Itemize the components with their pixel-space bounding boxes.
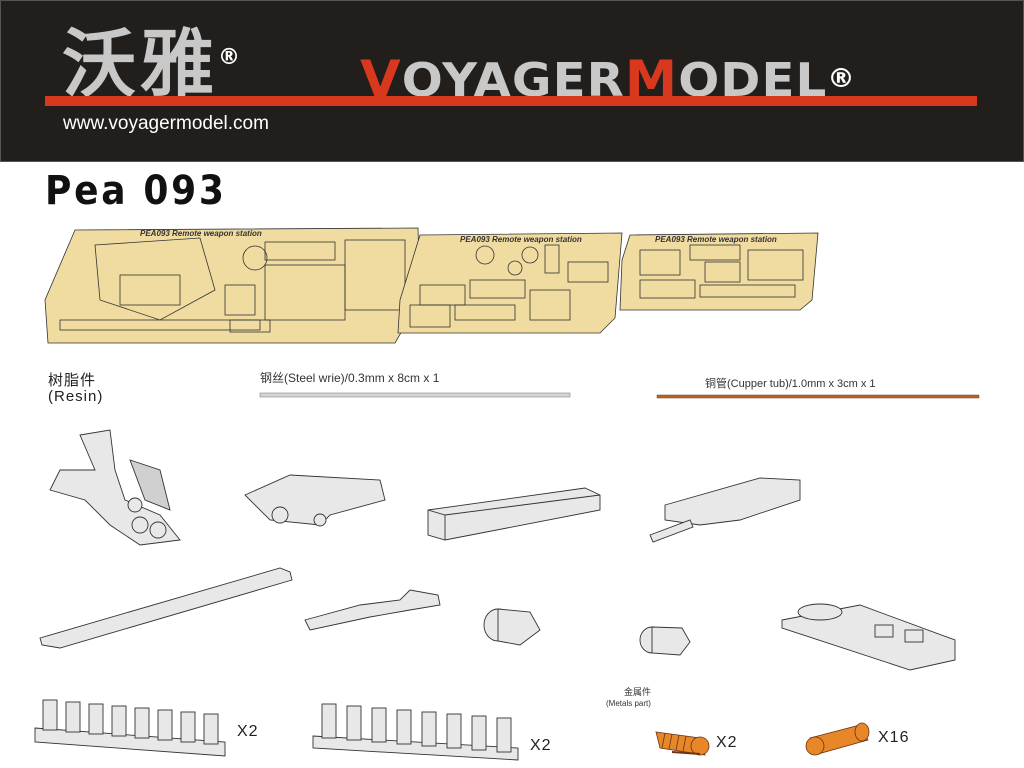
- resin-ammo-box: [427, 487, 601, 541]
- logo-odel: ODEL: [678, 53, 828, 107]
- resin-machine-gun-receiver: [244, 474, 386, 527]
- registered-mark: ®: [827, 64, 856, 94]
- pe-fret-1: PEA093 Remote weapon station: [44, 227, 421, 344]
- logo-oyager: OYAGER: [401, 53, 625, 107]
- resin-muzzle-2: [639, 626, 691, 656]
- metal-label-en: (Metals part): [606, 699, 651, 708]
- resin-gun-housing: [649, 477, 801, 543]
- resin-gun-barrel: [39, 567, 293, 649]
- resin-muzzle-1: [483, 608, 541, 646]
- pe-fret-2: PEA093 Remote weapon station: [397, 232, 623, 334]
- copper-tube-bar: [656, 394, 980, 399]
- logo-letter-m: M: [624, 50, 679, 108]
- registered-mark: ®: [218, 45, 244, 70]
- website-url[interactable]: www.voyagermodel.com: [63, 113, 269, 134]
- resin-rack-2: [312, 703, 519, 761]
- fret-2-label: PEA093 Remote weapon station: [460, 235, 582, 244]
- brand-header: [0, 0, 1024, 162]
- tube-qty: X16: [878, 729, 910, 746]
- steel-wire-label: 钢丝(Steel wrie)/0.3mm x 8cm x 1: [260, 371, 440, 385]
- fret-1-label: PEA093 Remote weapon station: [140, 229, 262, 238]
- resin-label-en: (Resin): [48, 388, 104, 405]
- spring-qty: X2: [716, 734, 738, 751]
- resin-base-plate: [781, 603, 956, 671]
- copper-spring: [655, 731, 710, 756]
- logo-letter-v: V: [360, 50, 402, 108]
- logo-cn-text: 沃雅: [62, 21, 218, 108]
- steel-wire: [259, 392, 571, 398]
- resin-rack-2-qty: X2: [530, 737, 552, 754]
- fret-3-label: PEA093 Remote weapon station: [655, 235, 777, 244]
- header-red-bar: [45, 96, 977, 106]
- resin-label-cn: 树脂件: [48, 372, 97, 389]
- metal-label-cn: 金属件: [624, 687, 652, 697]
- resin-rack-1: [34, 699, 226, 757]
- resin-flat-part: [304, 589, 441, 631]
- pe-fret-3: PEA093 Remote weapon station: [619, 232, 819, 311]
- resin-rack-1-qty: X2: [237, 723, 259, 740]
- resin-sensor-mount: [49, 429, 181, 546]
- copper-tube-label: 铜管(Cupper tub)/1.0mm x 3cm x 1: [705, 378, 876, 390]
- logo-voyagermodel: VOYAGERMODEL®: [360, 54, 856, 104]
- copper-tube-piece: [805, 722, 870, 756]
- product-code: Pea 093: [45, 168, 227, 214]
- logo-chinese: 沃雅®: [62, 18, 244, 105]
